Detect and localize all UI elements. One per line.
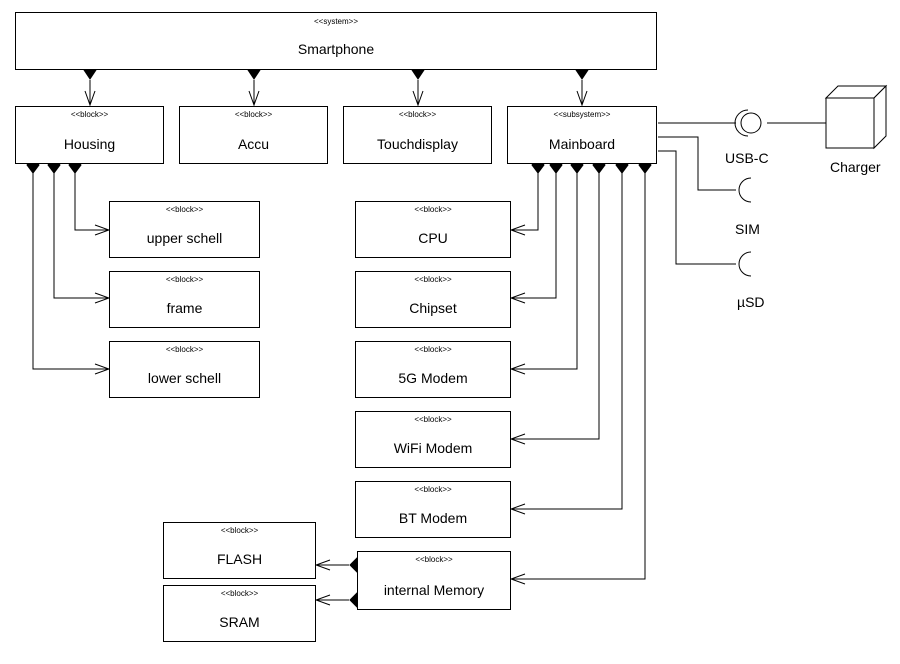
housing-block[interactable]: <<block>> Housing: [15, 106, 164, 164]
composition-housing-upper-schell: [74, 173, 109, 230]
stereotype-label: <<block>>: [398, 110, 437, 119]
sram-block[interactable]: <<block>> SRAM: [163, 585, 316, 642]
stereotype-label: <<block>>: [414, 205, 452, 214]
block-name: WiFi Modem: [393, 440, 473, 456]
usbc-port-label: USB-C: [725, 150, 769, 166]
stereotype-label: <<system>>: [313, 17, 359, 26]
wifi-modem-block[interactable]: <<block>> WiFi Modem: [355, 411, 511, 468]
composition-mainboard-5g-modem: [511, 173, 578, 369]
stereotype-label: <<block>>: [220, 589, 259, 598]
block-name: internal Memory: [383, 582, 485, 598]
stereotype-label: <<block>>: [220, 526, 259, 535]
usbc-socket-icon: [734, 109, 749, 137]
internal-memory-block[interactable]: <<block>> internal Memory: [357, 551, 511, 610]
block-name: Accu: [237, 136, 270, 152]
smartphone-system-block[interactable]: <<system>> Smartphone: [15, 12, 657, 70]
block-name: 5G Modem: [398, 370, 468, 386]
stereotype-label: <<block>>: [70, 110, 109, 119]
composition-mainboard-bt-modem: [511, 173, 623, 509]
usd-connector-line: [658, 150, 736, 265]
composition-mainboard-wifi-modem: [511, 173, 600, 439]
composition-mainboard-cpu: [511, 173, 539, 230]
block-name: CPU: [418, 230, 448, 246]
stereotype-label: <<block>>: [414, 345, 452, 354]
stereotype-label: <<block>>: [165, 205, 204, 214]
sim-connector-line: [658, 136, 736, 191]
block-name: SRAM: [219, 614, 260, 630]
stereotype-label: <<block>>: [414, 485, 452, 494]
block-name: frame: [166, 300, 203, 316]
sim-port-label: SIM: [735, 221, 760, 237]
charger-box-icon: [824, 84, 888, 150]
block-name: Housing: [63, 136, 116, 152]
frame-block[interactable]: <<block>> frame: [109, 271, 260, 328]
composition-mainboard-chipset: [511, 173, 557, 298]
stereotype-label: <<block>>: [165, 275, 204, 284]
block-name: Smartphone: [297, 41, 375, 57]
stereotype-label: <<block>>: [234, 110, 273, 119]
accu-block[interactable]: <<block>> Accu: [179, 106, 328, 164]
stereotype-label: <<block>>: [414, 275, 452, 284]
stereotype-label: <<block>>: [414, 415, 452, 424]
stereotype-label: <<subsystem>>: [553, 110, 611, 119]
upper-schell-block[interactable]: <<block>> upper schell: [109, 201, 260, 258]
block-name: FLASH: [216, 551, 263, 567]
cpu-block[interactable]: <<block>> CPU: [355, 201, 511, 258]
flash-block[interactable]: <<block>> FLASH: [163, 522, 316, 579]
sim-socket-icon: [738, 177, 752, 203]
block-name: Chipset: [409, 300, 457, 316]
5g-modem-block[interactable]: <<block>> 5G Modem: [355, 341, 511, 398]
bt-modem-block[interactable]: <<block>> BT Modem: [355, 481, 511, 538]
block-name: Touchdisplay: [377, 136, 458, 152]
block-name: BT Modem: [398, 510, 468, 526]
block-name: upper schell: [146, 230, 223, 246]
charger-label: Charger: [830, 159, 881, 175]
stereotype-label: <<block>>: [165, 345, 204, 354]
lower-schell-block[interactable]: <<block>> lower schell: [109, 341, 260, 398]
touchdisplay-block[interactable]: <<block>> Touchdisplay: [343, 106, 492, 164]
mainboard-block[interactable]: <<subsystem>> Mainboard: [507, 106, 657, 164]
composition-housing-frame: [53, 173, 109, 298]
block-name: lower schell: [147, 370, 222, 386]
composition-mainboard-internal-memory: [511, 173, 646, 579]
usd-port-label: µSD: [737, 294, 765, 310]
chipset-block[interactable]: <<block>> Chipset: [355, 271, 511, 328]
stereotype-label: <<block>>: [415, 555, 453, 564]
usd-socket-icon: [738, 251, 752, 277]
composition-housing-lower-schell: [32, 173, 109, 369]
block-name: Mainboard: [548, 136, 616, 152]
usbc-lollipop-icon: [740, 112, 762, 134]
